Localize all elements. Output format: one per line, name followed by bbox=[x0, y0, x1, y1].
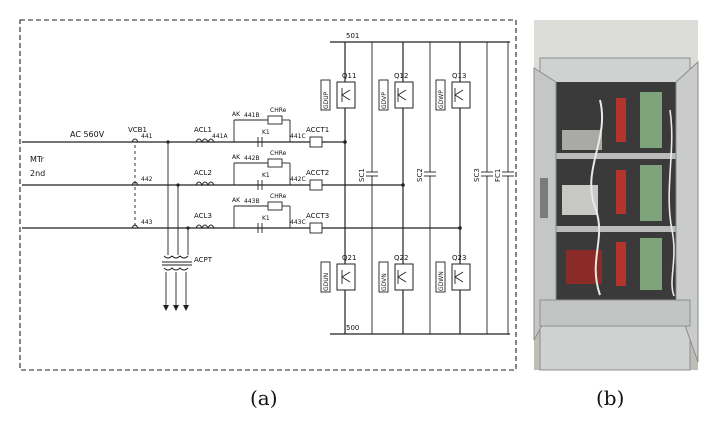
dc-link-capacitors: SC1 SC2 SC3 FC1 bbox=[358, 42, 514, 334]
inverter-legs: Q11 Q12 Q13 GDUP GDVP GDWP Q21 Q22 Q23 G… bbox=[320, 42, 471, 334]
label-ct-1: ACCT1 bbox=[306, 126, 329, 134]
label-contact-3: K1 bbox=[262, 215, 270, 222]
label-q12: Q12 bbox=[394, 72, 408, 80]
label-ct-3: ACCT3 bbox=[306, 212, 329, 220]
label-contact-1: K1 bbox=[262, 129, 270, 136]
label-resistor-3: CHRe bbox=[270, 193, 287, 200]
label-source-2: 2nd bbox=[30, 169, 45, 178]
label-cap-3: SC3 bbox=[473, 168, 481, 182]
label-ak-3: AK bbox=[232, 197, 241, 204]
label-node-443c: 443C bbox=[290, 219, 306, 226]
label-reactor-3: ACL3 bbox=[194, 212, 212, 220]
precharge-circuits: AK 441B CHRe K1 441C AK 442B CHRe K1 442… bbox=[232, 107, 306, 233]
label-ct-2: ACCT2 bbox=[306, 169, 329, 177]
label-gd-v-bot: GDVN bbox=[381, 273, 388, 291]
label-ak-2: AK bbox=[232, 154, 241, 161]
label-breaker: VCB1 bbox=[128, 126, 147, 134]
switch-q23 bbox=[451, 263, 471, 291]
switch-q13 bbox=[451, 81, 471, 109]
label-q13: Q13 bbox=[452, 72, 466, 80]
switch-q11 bbox=[336, 81, 356, 109]
label-q23: Q23 bbox=[452, 254, 466, 262]
current-transformers: ACCT1 ACCT2 ACCT3 bbox=[306, 126, 329, 234]
schematic-panel: 501 500 AC 560V MTr 2nd VCB1 441 442 443 bbox=[19, 19, 517, 371]
label-node-441c: 441C bbox=[290, 133, 306, 140]
cabinet-photo bbox=[533, 20, 699, 371]
label-pt: ACPT bbox=[194, 256, 213, 264]
label-ak-1: AK bbox=[232, 111, 241, 118]
label-gd-u-bot: GDUN bbox=[323, 273, 330, 291]
potential-transformer: ACPT bbox=[162, 140, 213, 311]
label-q11: Q11 bbox=[342, 72, 356, 80]
label-gd-w-bot: GDWN bbox=[438, 271, 445, 291]
label-node-441a: 441A bbox=[212, 133, 228, 140]
switch-q12 bbox=[394, 81, 414, 109]
label-bottom-bus: 500 bbox=[346, 324, 359, 332]
label-node-442b: 442B bbox=[244, 155, 260, 162]
label-resistor-1: CHRe bbox=[270, 107, 287, 114]
label-wire-442: 442 bbox=[141, 176, 153, 183]
label-q21: Q21 bbox=[342, 254, 356, 262]
label-wire-441: 441 bbox=[141, 133, 153, 140]
label-reactor-2: ACL2 bbox=[194, 169, 212, 177]
caption-a: (a) bbox=[250, 386, 278, 410]
label-node-441b: 441B bbox=[244, 112, 260, 119]
line-reactors: ACL1 ACL2 ACL3 441A bbox=[194, 126, 228, 230]
switch-q21 bbox=[336, 263, 356, 291]
label-gd-w-top: GDWP bbox=[438, 90, 445, 109]
caption-b: (b) bbox=[596, 386, 625, 410]
label-gd-u-top: GDUP bbox=[323, 91, 330, 109]
label-contact-2: K1 bbox=[262, 172, 270, 179]
label-input-voltage: AC 560V bbox=[70, 130, 105, 139]
label-node-443b: 443B bbox=[244, 198, 260, 205]
label-source-1: MTr bbox=[30, 155, 45, 164]
label-node-442c: 442C bbox=[290, 176, 306, 183]
label-cap-2: SC2 bbox=[416, 168, 424, 182]
switch-q22 bbox=[394, 263, 414, 291]
label-wire-443: 443 bbox=[141, 219, 153, 226]
schematic-border bbox=[19, 19, 517, 371]
label-cap-fc: FC1 bbox=[494, 169, 502, 182]
label-resistor-2: CHRe bbox=[270, 150, 287, 157]
label-top-bus: 501 bbox=[346, 32, 359, 40]
label-gd-v-top: GDVP bbox=[381, 92, 388, 109]
label-q22: Q22 bbox=[394, 254, 408, 262]
label-cap-1: SC1 bbox=[358, 168, 366, 182]
breaker-vcb1: VCB1 441 442 443 bbox=[128, 126, 153, 229]
label-reactor-1: ACL1 bbox=[194, 126, 212, 134]
